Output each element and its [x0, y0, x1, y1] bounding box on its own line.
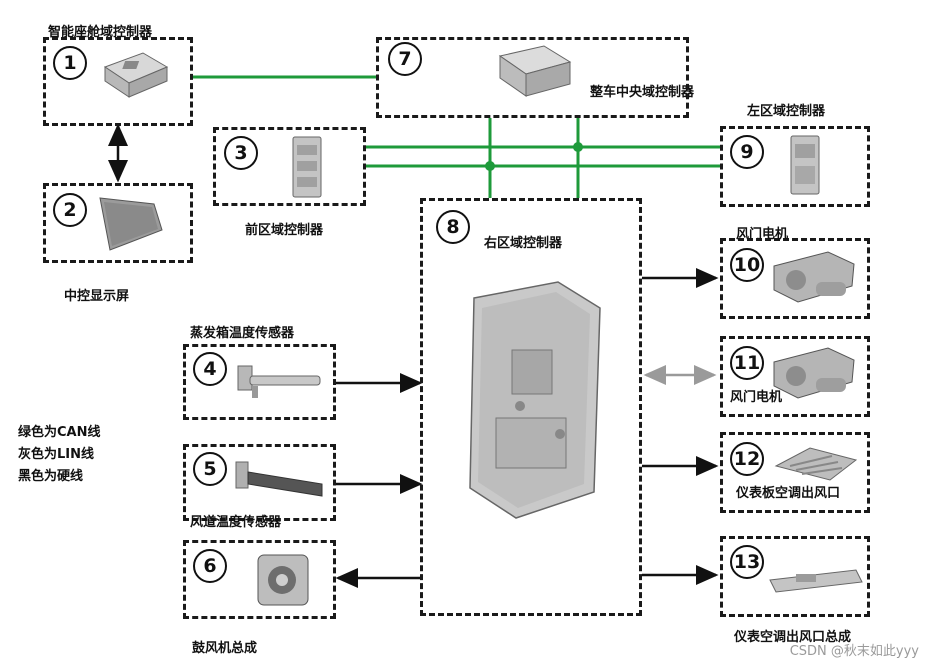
dash-vent-icon — [774, 447, 858, 481]
node-number-11: 11 — [730, 346, 764, 380]
node-box-10 — [720, 238, 870, 319]
node-label-5: 风道温度传感器 — [190, 515, 282, 530]
watermark: CSDN @秋末如此yyy — [789, 644, 919, 659]
node-label-9: 左区域控制器 — [747, 104, 826, 119]
node-number-1: 1 — [53, 46, 87, 80]
node-label-7: 整车中央域控制器 — [590, 85, 695, 100]
node-box-3 — [213, 127, 366, 206]
legend-lin: 灰色为LIN线 — [18, 447, 95, 462]
node-number-9: 9 — [730, 135, 764, 169]
node-number-6: 6 — [193, 549, 227, 583]
node-number-7: 7 — [388, 42, 422, 76]
node-number-5: 5 — [193, 452, 227, 486]
node-number-4: 4 — [193, 352, 227, 386]
central-domain-controller-icon — [498, 45, 572, 97]
node-box-9 — [720, 126, 870, 207]
node-label-13: 仪表空调出风口总成 — [734, 630, 852, 645]
node-label-2: 中控显示屏 — [64, 289, 130, 304]
node-label-3: 前区域控制器 — [245, 223, 324, 238]
can-junction-1 — [485, 161, 495, 171]
node-box-11 — [720, 336, 870, 417]
can-junction-2 — [573, 142, 583, 152]
node-box-13 — [720, 536, 870, 617]
front-zone-controller-icon — [292, 136, 322, 198]
node-label-12: 仪表板空调出风口 — [736, 486, 841, 501]
legend-hardwire: 黑色为硬线 — [18, 469, 84, 484]
node-box-5 — [183, 444, 336, 521]
node-number-12: 12 — [730, 442, 764, 476]
cockpit-controller-icon — [103, 52, 169, 98]
evaporator-sensor-icon — [237, 365, 321, 398]
node-label-10: 风门电机 — [736, 227, 789, 242]
line-legend: 绿色为CAN线 灰色为LIN线 黑色为硬线 — [18, 422, 100, 488]
node-label-1: 智能座舱域控制器 — [48, 25, 153, 40]
display-screen-icon — [99, 197, 163, 251]
node-number-13: 13 — [730, 545, 764, 579]
blower-assembly-icon — [257, 554, 309, 606]
duct-sensor-icon — [235, 461, 323, 497]
node-box-6 — [183, 540, 336, 619]
node-label-11: 风门电机 — [730, 390, 783, 405]
node-label-4: 蒸发箱温度传感器 — [190, 326, 295, 341]
damper-motor-icon-2 — [773, 347, 855, 399]
node-box-12 — [720, 432, 870, 513]
node-box-2 — [43, 183, 193, 263]
node-number-3: 3 — [224, 136, 258, 170]
vent-assembly-icon — [769, 569, 863, 593]
node-number-8: 8 — [436, 210, 470, 244]
left-zone-controller-icon — [790, 135, 820, 195]
node-number-2: 2 — [53, 193, 87, 227]
node-box-4 — [183, 344, 336, 420]
node-label-8: 右区域控制器 — [484, 236, 563, 251]
damper-motor-icon-1 — [773, 251, 855, 303]
node-number-10: 10 — [730, 248, 764, 282]
node-label-6: 鼓风机总成 — [192, 641, 258, 656]
right-zone-controller-icon — [469, 281, 601, 519]
legend-can: 绿色为CAN线 — [18, 425, 101, 440]
node-box-8 — [420, 198, 642, 616]
node-box-7 — [376, 37, 689, 118]
node-box-1 — [43, 37, 193, 126]
